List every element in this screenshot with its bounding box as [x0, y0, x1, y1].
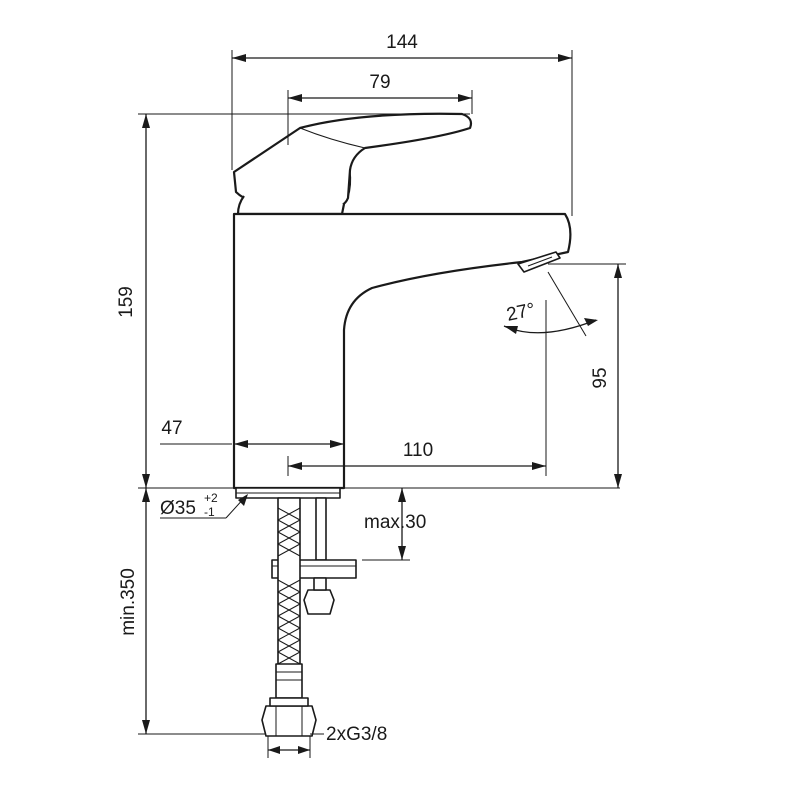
dimension-lines — [138, 50, 626, 758]
dim-mount-diameter: Ø35 — [160, 498, 196, 519]
mounting-assembly — [261, 497, 357, 737]
dim-hose-length: min.350 — [118, 568, 139, 636]
dim-spout-angle: 27° — [505, 299, 537, 326]
body-and-spout — [232, 212, 572, 490]
mounting-stud — [315, 497, 327, 561]
hex-connection-nut — [261, 705, 317, 737]
dim-deck-thickness: max.30 — [364, 512, 426, 533]
dimension-labels: 144 79 159 47 110 95 27° Ø35 +2 -1 max.3… — [116, 32, 611, 745]
dim-mount-tol-lower: -1 — [204, 505, 215, 519]
dim-base-width: 47 — [161, 418, 182, 439]
braided-hose — [275, 497, 303, 699]
dim-spout-reach: 110 — [403, 440, 433, 461]
dim-spout-height: 95 — [590, 367, 611, 388]
dim-connection: 2xG3/8 — [326, 724, 387, 745]
dim-mount-tol-upper: +2 — [204, 491, 218, 505]
lever-handle — [232, 112, 473, 210]
dim-overall-height: 159 — [116, 286, 137, 318]
dim-overall-width: 144 — [386, 32, 418, 53]
fixing-nut — [303, 589, 335, 615]
dim-lever-length: 79 — [369, 72, 390, 93]
